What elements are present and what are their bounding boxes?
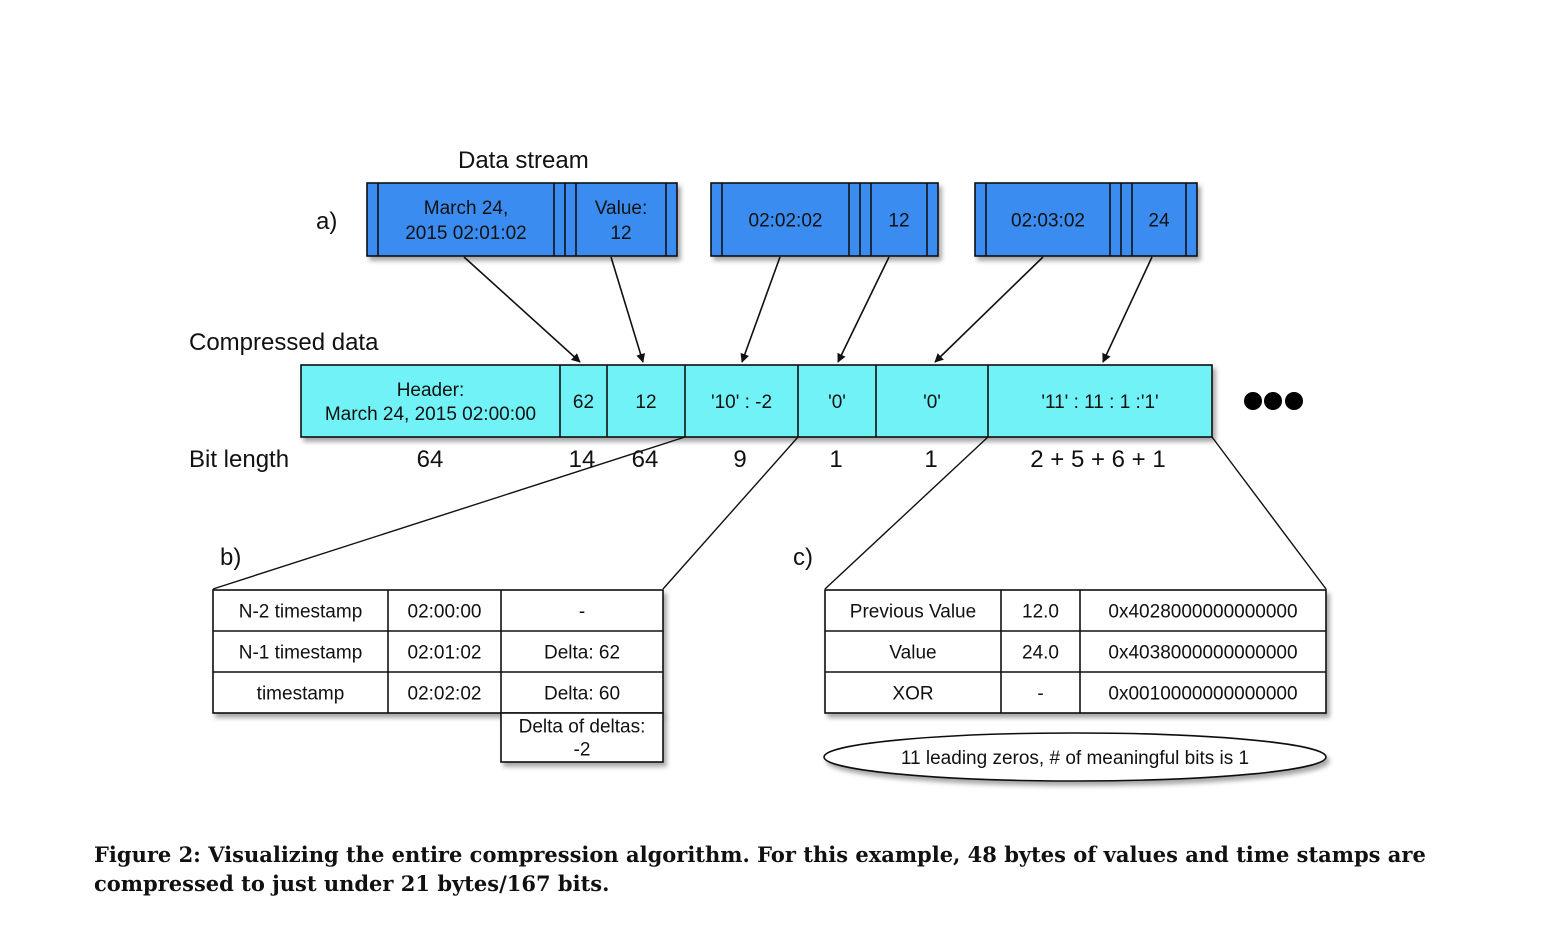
arrow-value-1 bbox=[610, 256, 645, 363]
stream-record: 02:03:02 24 bbox=[974, 182, 1198, 257]
compressed-block-text: Header: bbox=[397, 380, 465, 401]
compressed-block-text: '0' bbox=[828, 392, 846, 413]
compressed-bar: Header:March 24, 2015 02:00:006462141264… bbox=[300, 364, 1213, 473]
part-c-label: c) bbox=[793, 544, 813, 571]
table-cell: 12.0 bbox=[1022, 602, 1059, 623]
zoom-lines bbox=[212, 436, 1327, 590]
table-cell: 0x4038000000000000 bbox=[1108, 643, 1297, 664]
table-cell: 24.0 bbox=[1022, 643, 1059, 664]
table-cell: 02:01:02 bbox=[408, 643, 482, 664]
table-cell: Value bbox=[889, 643, 936, 664]
arrow-time-1 bbox=[463, 256, 581, 363]
bit-length-value: 9 bbox=[733, 446, 746, 473]
stream-record: March 24, 2015 02:01:02 Value: 12 bbox=[366, 182, 678, 257]
bit-length-value: 1 bbox=[924, 446, 937, 473]
table-cell: N-2 timestamp bbox=[239, 602, 363, 623]
compressed-block-text: '11' : 11 : 1 :'1' bbox=[1041, 392, 1158, 413]
timestamp-table: N-2 timestamp 02:00:00 - N-1 timestamp 02:01… bbox=[212, 589, 664, 763]
table-cell: XOR bbox=[892, 684, 933, 705]
delta-of-deltas-cell: Delta of deltas:-2 bbox=[500, 712, 664, 763]
arrow-time-3 bbox=[934, 256, 1044, 363]
arrows bbox=[463, 256, 1153, 363]
delta-of-deltas-text: -2 bbox=[574, 740, 591, 761]
stream-value: 24 bbox=[1148, 211, 1170, 232]
delta-of-deltas-text: Delta of deltas: bbox=[519, 717, 646, 738]
stream-timestamp: 02:03:02 bbox=[1011, 211, 1085, 232]
table-cell: 0x4028000000000000 bbox=[1108, 602, 1297, 623]
table-cell: Delta: 60 bbox=[544, 684, 620, 705]
arrow-value-3 bbox=[1102, 256, 1153, 363]
part-a-label: a) bbox=[316, 208, 337, 235]
table-cell: 0x0010000000000000 bbox=[1108, 684, 1297, 705]
compressed-block-text: '0' bbox=[923, 392, 941, 413]
table-cell: N-1 timestamp bbox=[239, 643, 363, 664]
bit-length-value: 1 bbox=[829, 446, 842, 473]
table-cell: - bbox=[1037, 684, 1043, 705]
table-cell: 02:02:02 bbox=[408, 684, 482, 705]
table-cell: Delta: 62 bbox=[544, 643, 620, 664]
stream-record: 02:02:02 12 bbox=[710, 182, 939, 257]
arrow-value-2 bbox=[837, 256, 890, 363]
arrow-time-2 bbox=[740, 256, 781, 363]
bit-length-value: 64 bbox=[417, 446, 444, 473]
xor-note: 11 leading zeros, # of meaningful bits i… bbox=[823, 732, 1327, 782]
stream-value: Value: bbox=[595, 198, 647, 219]
bit-length-label: Bit length bbox=[189, 446, 289, 473]
compressed-block-text: 12 bbox=[635, 392, 656, 413]
xor-table: Previous Value 12.0 0x4028000000000000Valu… bbox=[824, 589, 1327, 714]
figure-caption: Figure 2: Visualizing the entire compres… bbox=[94, 842, 1426, 896]
part-b-label: b) bbox=[220, 544, 241, 571]
compressed-block-text: '10' : -2 bbox=[711, 392, 772, 413]
compressed-block-text: 62 bbox=[573, 392, 594, 413]
stream-timestamp: 02:02:02 bbox=[749, 211, 823, 232]
stream-value: 12 bbox=[888, 211, 909, 232]
table-cell: 02:00:00 bbox=[408, 602, 482, 623]
table-cell: timestamp bbox=[257, 684, 345, 705]
ellipsis-icon bbox=[1244, 392, 1303, 410]
table-cell: Previous Value bbox=[850, 602, 976, 623]
table-cell: - bbox=[579, 602, 585, 623]
data-stream: March 24, 2015 02:01:02 Value: 12 02:02:02 12… bbox=[366, 182, 1198, 257]
bit-length-value: 14 bbox=[569, 446, 596, 473]
stream-timestamp: 2015 02:01:02 bbox=[405, 223, 527, 244]
compressed-data-label: Compressed data bbox=[189, 329, 379, 356]
compression-diagram: Data stream a) Compressed data Bit lengt… bbox=[189, 147, 1327, 782]
stream-timestamp: March 24, bbox=[424, 198, 508, 219]
compressed-block-text: March 24, 2015 02:00:00 bbox=[325, 404, 536, 425]
stream-value: 12 bbox=[610, 223, 631, 244]
bit-length-value: 2 + 5 + 6 + 1 bbox=[1030, 446, 1165, 473]
data-stream-label: Data stream bbox=[458, 147, 589, 174]
xor-note-text: 11 leading zeros, # of meaningful bits i… bbox=[901, 748, 1249, 769]
